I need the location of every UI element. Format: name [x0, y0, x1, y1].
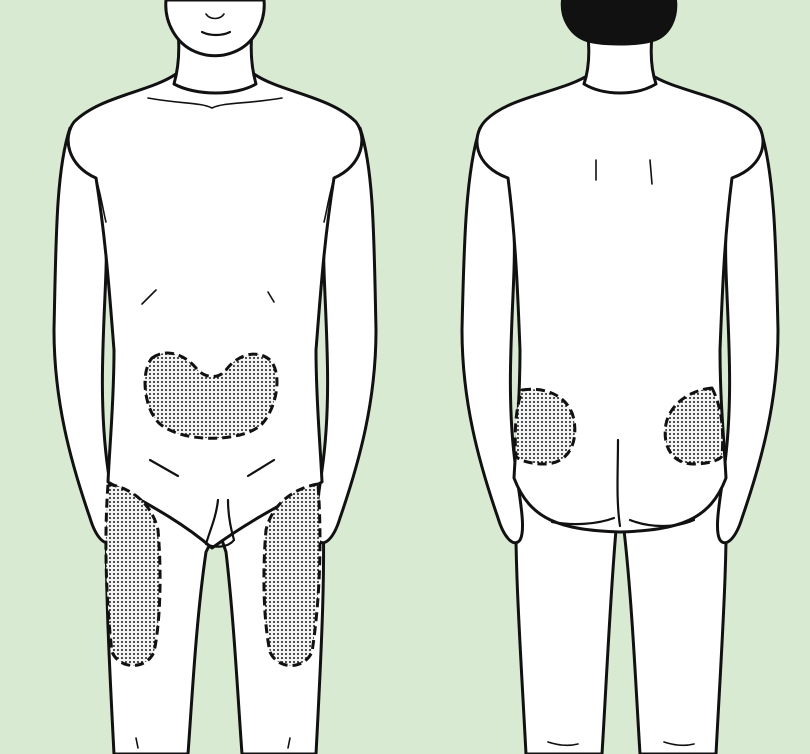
back-hair	[562, 0, 677, 45]
front-torso	[68, 74, 362, 548]
back-torso	[477, 74, 763, 532]
